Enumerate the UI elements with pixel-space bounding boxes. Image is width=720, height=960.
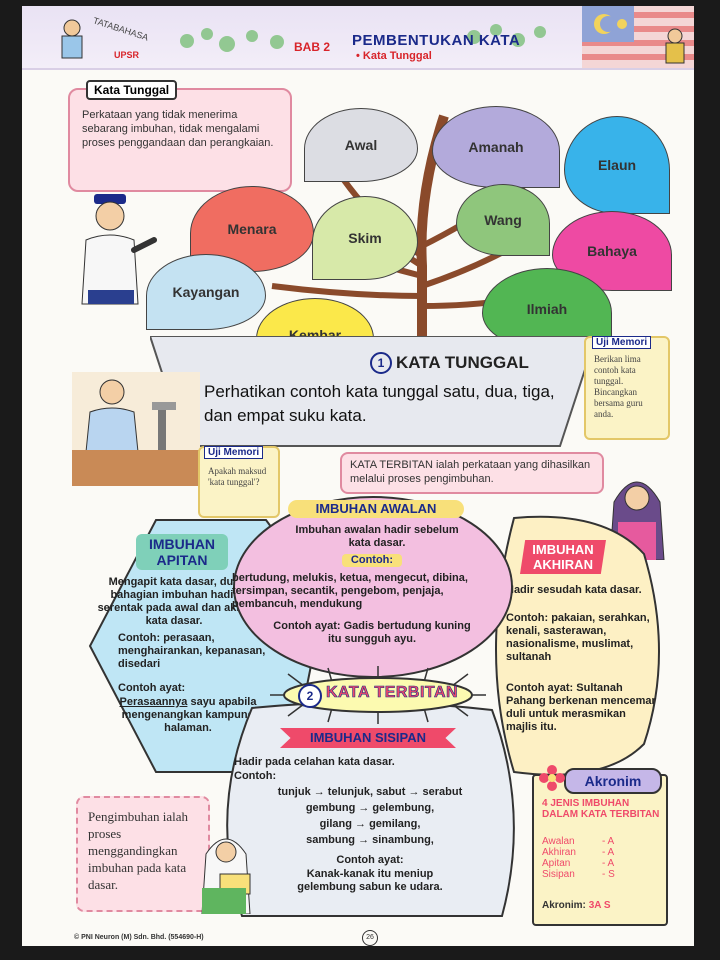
kata-terbitan-definition: KATA TERBITAN ialah perkataan yang dihas…	[340, 452, 604, 494]
publisher-credit: © PNI Neuron (M) Sdn. Bhd. (554690-H)	[74, 934, 204, 941]
awalan-ayat: Contoh ayat: Gadis bertudung kuning itu …	[273, 620, 471, 645]
memory-test-text: Apakah maksud 'kata tunggal'?	[208, 466, 267, 487]
section1-title: KATA TUNGGAL	[396, 353, 529, 372]
chapter-title: PEMBENTUKAN KATA	[352, 32, 521, 49]
tree-leaf: Skim	[312, 196, 418, 280]
pengimbuhan-note: Pengimbuhan ialah proses menggandingkan …	[76, 796, 210, 912]
section2-number: 2	[298, 684, 322, 708]
girl-reading-icon	[201, 838, 251, 914]
akronim-row: Sisipan - S	[542, 869, 652, 880]
tree-leaf: Awal	[304, 108, 418, 182]
akronim-summary: Akronim: 3A S	[542, 900, 611, 911]
akronim-name: Apitan	[542, 858, 571, 869]
apitan-ayat-rest: sayu apabila mengenangkan kampung halama…	[121, 696, 257, 734]
pengimbuhan-text: Pengimbuhan ialah proses menggandingkan …	[88, 809, 189, 892]
apitan-title: IMBUHAN APITAN	[136, 534, 228, 570]
tree-leaf: Kayangan	[146, 254, 266, 330]
sisipan-contoh-label: Contoh:	[234, 770, 277, 782]
akronim-row: Awalan - A	[542, 836, 652, 847]
akronim-rows: Awalan - A Akhiran - A Apitan - A Sisipan - …	[542, 836, 652, 880]
definition-title: Kata Tunggal	[86, 80, 178, 100]
apitan-ayat-label: Contoh ayat:	[118, 682, 186, 694]
sisipan-line: tunjuk → telunjuk, sabut → serabut	[277, 786, 463, 798]
section1-number: 1	[370, 352, 392, 374]
apitan-ayat-underlined: Perasaannya	[119, 696, 188, 708]
memory-test-title: Uji Memori	[592, 336, 652, 349]
chapter-subtitle: • Kata Tunggal	[356, 50, 432, 62]
akronim-code: - A	[602, 836, 615, 847]
memory-test-box: Uji Memori Apakah maksud 'kata tunggal'?	[198, 446, 280, 518]
flower-decoration-icon	[467, 24, 546, 47]
memory-test-title: Uji Memori	[204, 446, 264, 459]
logo-word: TATABAHASA	[91, 15, 150, 43]
akronim-row: Akhiran - A	[542, 847, 652, 858]
section2-title: KATA TERBITAN	[326, 684, 459, 702]
apitan-desc: Mengapit kata dasar, dua bahagian imbuha…	[97, 576, 251, 627]
akhiran-ayat: Contoh ayat: Sultanah Pahang berkenan me…	[506, 682, 656, 733]
akronim-row: Apitan - A	[542, 858, 652, 869]
akronim-code: - A	[602, 858, 615, 869]
sisipan-line: sambung → sinambung,	[306, 834, 434, 846]
tree-leaf: Amanah	[432, 106, 560, 188]
awalan-title: IMBUHAN AWALAN	[288, 500, 464, 518]
kata-terbitan-definition-text: KATA TERBITAN ialah perkataan yang dihas…	[350, 459, 591, 485]
page-number: 26	[362, 930, 378, 946]
akhiran-desc: Hadir sesudah kata dasar.	[506, 584, 642, 596]
akronim-code: - S	[602, 869, 615, 880]
akronim-code: - A	[602, 847, 615, 858]
textbook-page: TATABAHASA UPSR BAB 2 PEMBENTUKAN KATA •…	[22, 6, 694, 946]
akronim-name: Awalan	[542, 836, 575, 847]
akronim-name: Sisipan	[542, 869, 575, 880]
teacher-cartoon-icon	[665, 28, 685, 64]
apitan-ayat: Perasaannya sayu apabila mengenangkan ka…	[118, 696, 258, 735]
awalan-desc: Imbuhan awalan hadir sebelum kata dasar.	[295, 524, 459, 549]
chapter-label: BAB 2	[294, 40, 331, 54]
sisipan-line: gembung → gelembung,	[305, 802, 435, 814]
akhiran-shape	[495, 515, 660, 776]
sisipan-desc: Hadir pada celahan kata dasar.	[234, 756, 395, 768]
akronim-heading: 4 JENIS IMBUHAN DALAM KATA TERBITAN	[542, 798, 660, 820]
page-header: TATABAHASA UPSR BAB 2 PEMBENTUKAN KATA •…	[22, 6, 694, 70]
awalan-contoh-label: Contoh:	[342, 554, 402, 567]
awalan-shape	[233, 496, 513, 678]
sisipan-line: gilang → gemilang,	[319, 818, 421, 830]
akhiran-title: IMBUHAN AKHIRAN	[520, 540, 606, 574]
apitan-examples: Contoh: perasaan, menghairankan, kepanas…	[118, 632, 266, 670]
sisipan-ayat-label: Contoh ayat:	[336, 854, 404, 866]
awalan-examples: bertudung, melukis, ketua, mengecut, dib…	[232, 572, 468, 610]
malaysia-flag-icon	[582, 6, 694, 68]
flower-icon	[539, 765, 565, 791]
akronim-box: Akronim 4 JENIS IMBUHAN DALAM KATA TERBI…	[532, 765, 668, 926]
student-cartoon-icon	[61, 19, 83, 59]
definition-box: Kata Tunggal Perkataan yang tidak meneri…	[68, 80, 292, 192]
definition-text: Perkataan yang tidak menerima sebarang i…	[82, 109, 274, 149]
akronim-summary-value: 3A S	[588, 900, 611, 911]
akronim-summary-label: Akronim:	[542, 900, 586, 911]
memory-test-box: Uji Memori Berikan lima contoh kata tung…	[584, 336, 670, 440]
sisipan-title: IMBUHAN SISIPAN	[280, 728, 456, 748]
flower-decoration-icon	[180, 28, 284, 52]
tree-leaf: Wang	[456, 184, 550, 256]
student-at-desk-icon	[72, 372, 200, 486]
akronim-name: Akhiran	[542, 847, 576, 858]
boy-scout-icon	[81, 194, 157, 305]
sisipan-ayat: Kanak-kanak itu meniup gelembung sabun k…	[297, 868, 443, 893]
logo-tag: UPSR	[114, 50, 140, 60]
akronim-title: Akronim	[564, 768, 662, 794]
section1-body: Perhatikan contoh kata tunggal satu, dua…	[204, 382, 555, 425]
kata-terbitan-sun-shape	[270, 666, 486, 724]
akhiran-examples: Contoh: pakaian, serahkan, kenali, saste…	[506, 612, 650, 663]
memory-test-text: Berikan lima contoh kata tunggal. Bincan…	[594, 354, 643, 419]
tree-leaf: Elaun	[564, 116, 670, 214]
